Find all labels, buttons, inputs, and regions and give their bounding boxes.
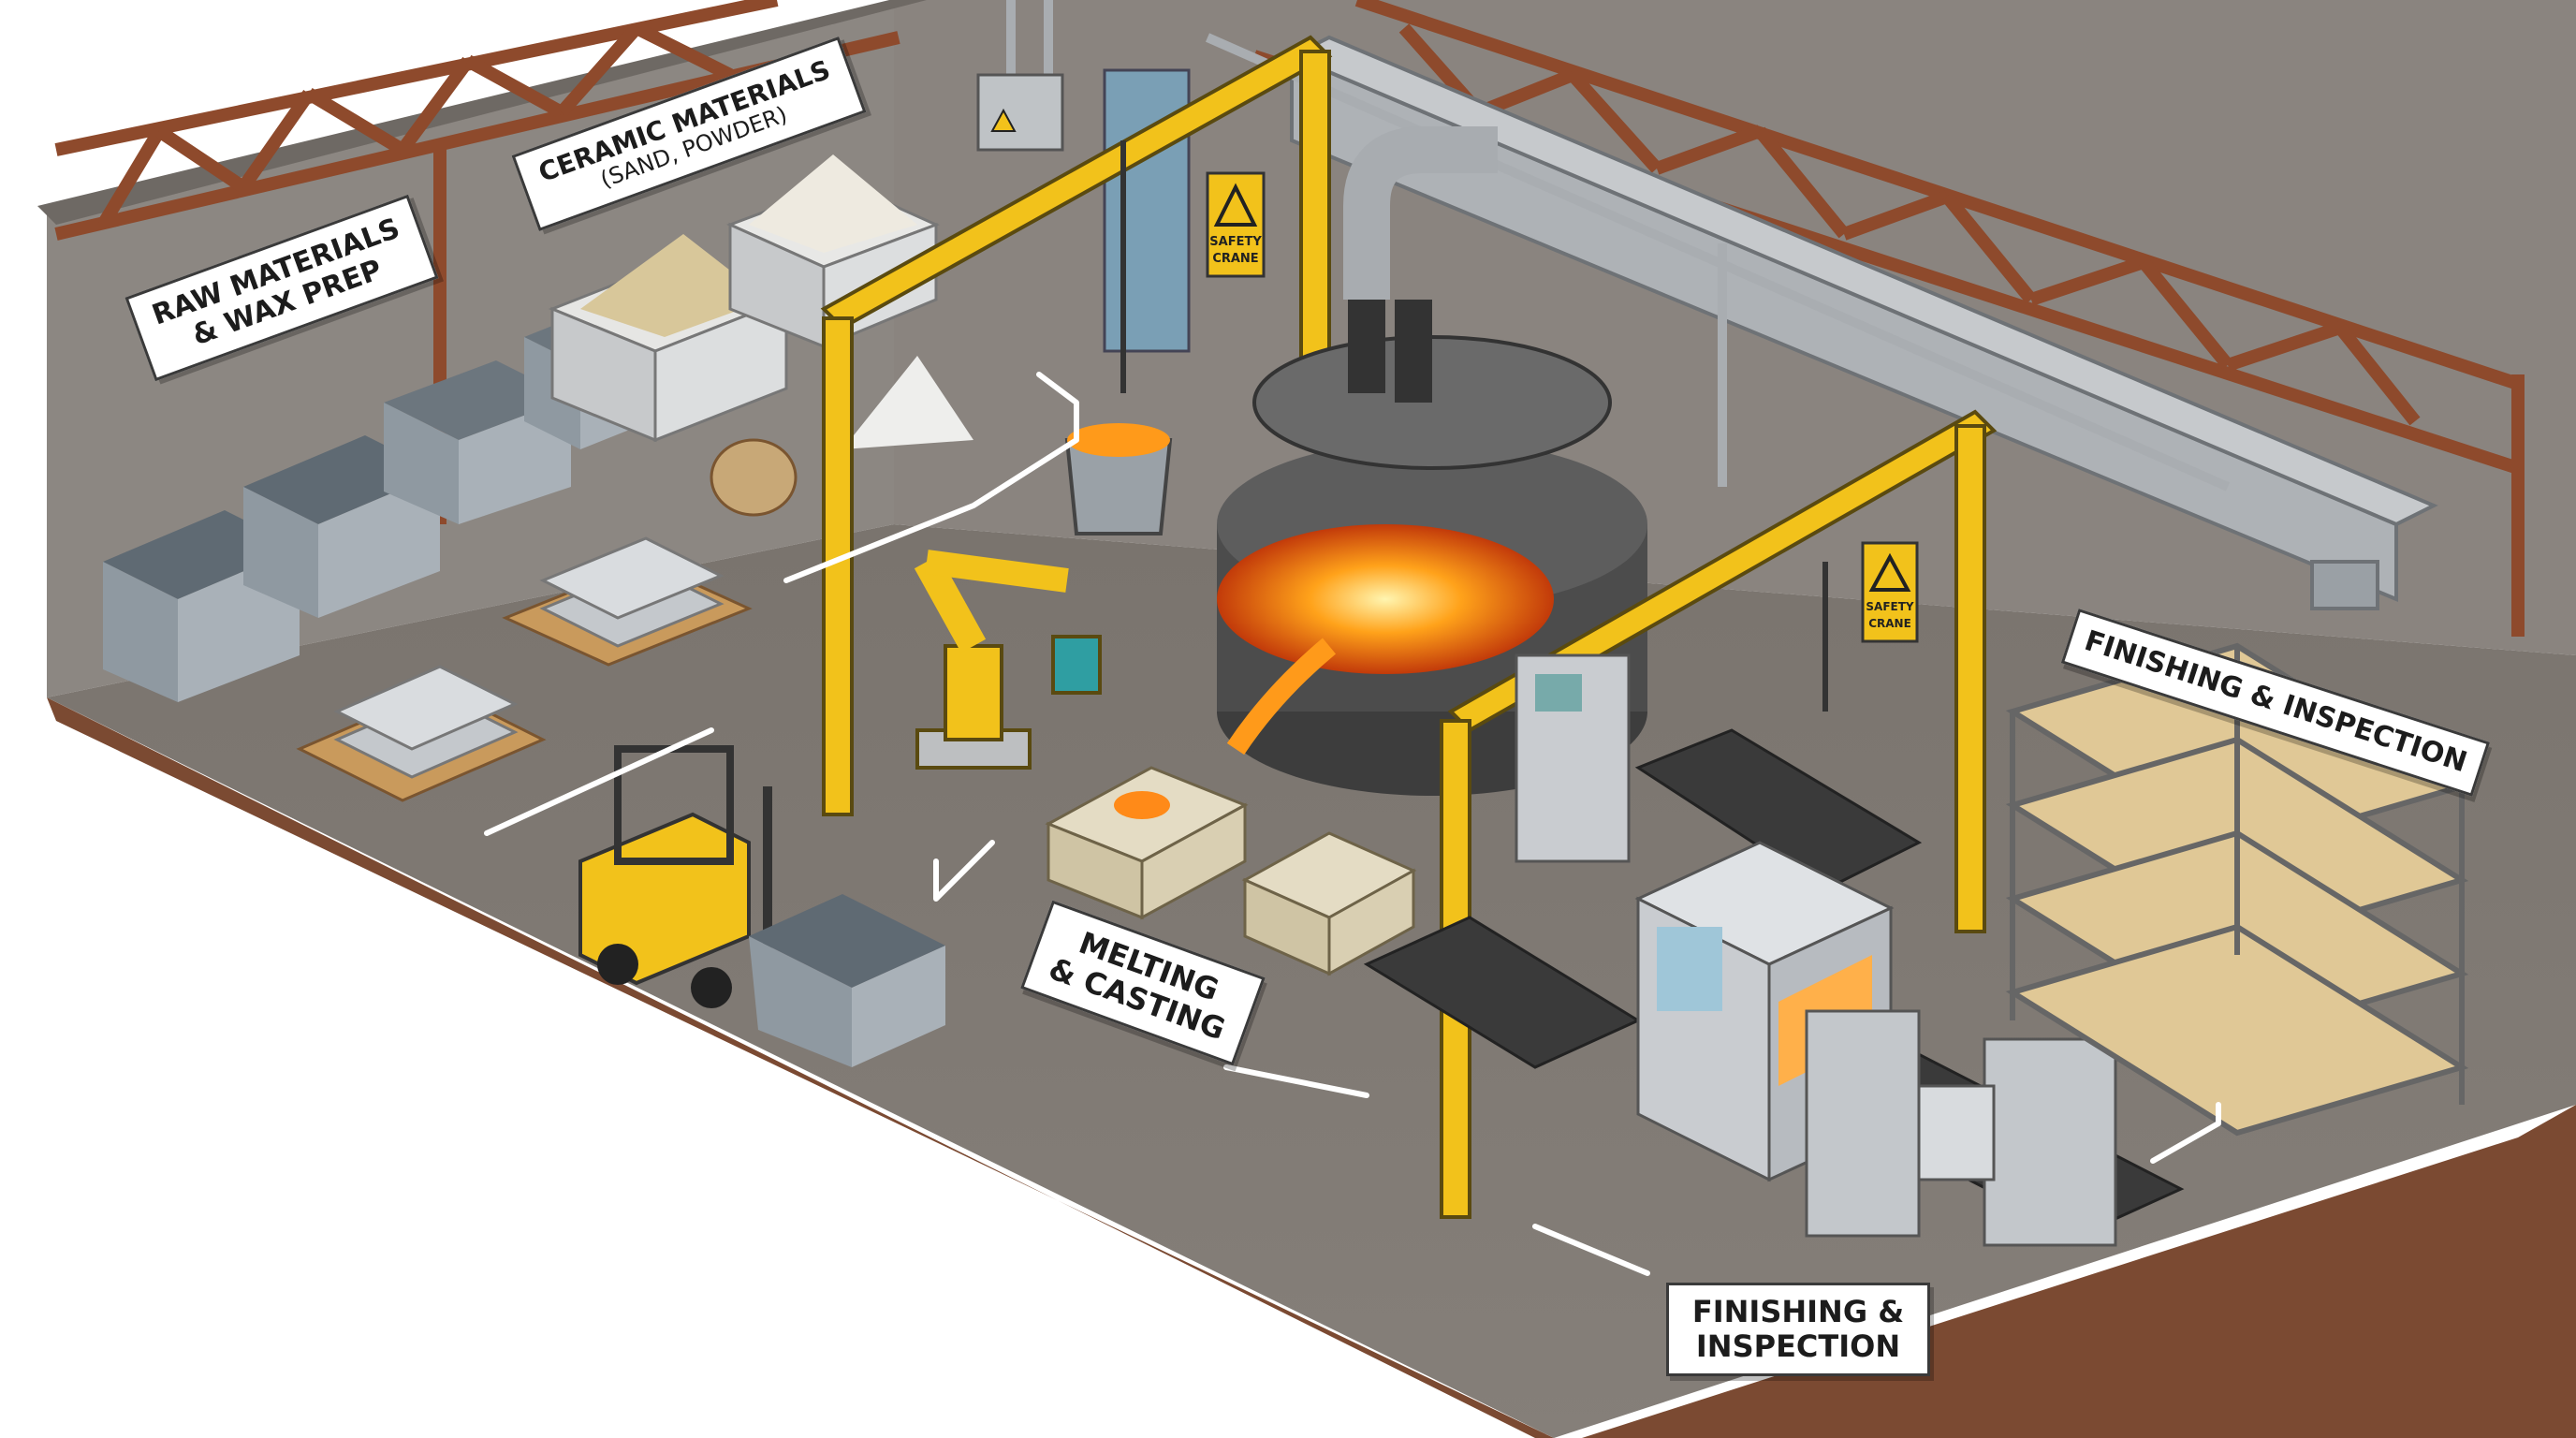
pallet [502,536,753,667]
mold-block [1241,831,1417,976]
gantry-crane-left [820,35,1333,816]
safety-sign-1-line1: SAFETY [1209,235,1262,249]
flow-arrow [484,727,714,836]
safety-sign-crane-1: SAFETY CRANE [1206,171,1266,278]
control-unit [1515,653,1631,863]
flow-arrows [484,372,2221,1276]
sand-bin [548,234,791,443]
pour-stream [1226,638,1337,756]
flow-arrow [2150,1102,2221,1164]
molten-metal [1217,524,1554,674]
flow-arrow [1223,1064,1369,1098]
ingot-bin [384,360,571,524]
sand-sack [710,438,798,517]
roof-truss-left [54,0,900,524]
pallet [296,665,547,802]
safety-sign-2-line1: SAFETY [1866,600,1914,613]
safety-sign-crane-2: SAFETY CRANE [1861,541,1919,643]
finishing-floor-line2: INSPECTION [1695,1328,1901,1364]
robot-arm [914,550,1102,770]
press-machine [1805,1009,2117,1247]
ingot-pallets [296,536,753,802]
finishing-floor-line1: FINISHING & [1691,1294,1905,1329]
safety-sign-1-line2: CRANE [1212,252,1258,266]
ladle [1064,423,1173,536]
flow-arrow [783,372,1079,583]
finishing-machine [1634,841,1895,1182]
label-finishing-inspection-floor: FINISHING & INSPECTION [1666,1283,1930,1376]
flow-arrow [1532,1224,1650,1276]
floor-slab-edge [47,697,2576,1438]
safety-sign-2-line2: CRANE [1868,617,1911,630]
electrical-panel [976,73,1064,152]
forklift-scrap-bin [749,894,945,1067]
forklift [578,745,772,1008]
powder-pile [842,356,973,449]
mold-block [1045,766,1249,920]
exhaust-hood-pipe [1343,126,1498,300]
flow-arrow [933,840,995,902]
